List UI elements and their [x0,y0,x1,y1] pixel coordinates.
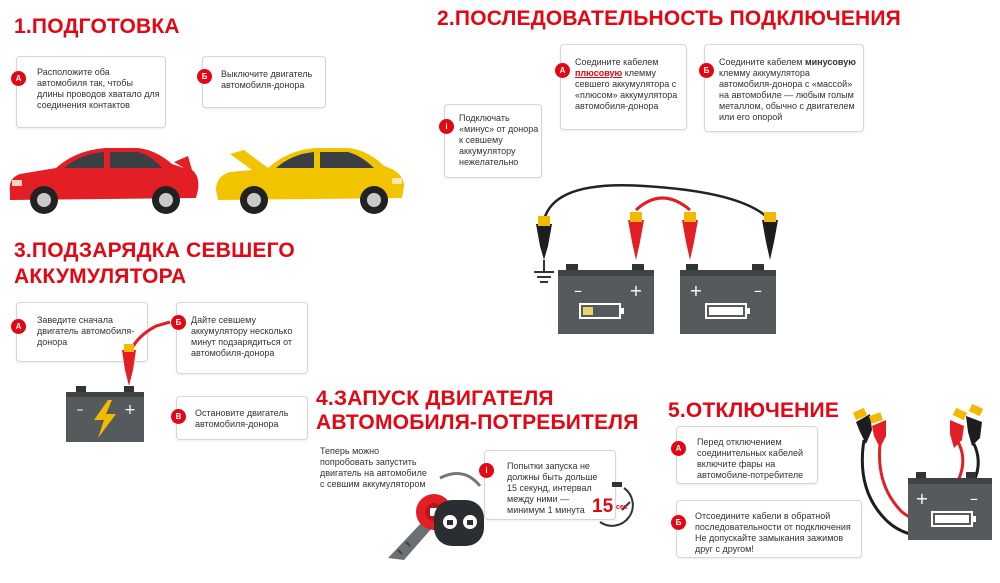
section1-card-a-text: Расположите оба автомобиля так, чтобы дл… [37,67,160,110]
section2-card-b-highlight: минусовую [804,57,856,67]
section5-title: 5.ОТКЛЮЧЕНИЕ [668,399,840,422]
section3-title-line1: 3.ПОДЗАРЯДКА СЕВШЕГО [14,239,295,262]
section2-card-a-text-before: Соедините кабелем [575,57,659,67]
section4-info-text: Попытки запуска не должны быть дольше 15… [507,461,598,515]
step-badge: А [555,63,570,78]
section3-card-a-text: Заведите сначала двигатель автомобиля-до… [37,315,135,347]
section1-card-b: Б Выключите двигатель автомобиля-донора [197,56,326,108]
svg-text:–: – [77,402,84,418]
section2-card-a: А Соедините кабелем плюсовую клемму севш… [555,44,687,130]
info-badge: i [439,119,454,134]
jumper-clamp-icon [628,212,644,260]
battery-icon: – + [66,386,144,442]
section5-card-b-text: Отсоедините кабели в обратной последоват… [695,511,851,554]
jumper-clamp-icon [536,216,552,260]
section3-card-b: Б Дайте севшему аккумулятору несколько м… [171,302,308,374]
jumper-clamp-icon [852,407,872,444]
step-badge: Б [171,315,186,330]
step-badge: А [671,441,686,456]
jumper-clamp-icon [682,212,698,260]
red-car-icon [9,148,199,214]
svg-text:–: – [574,281,582,300]
section4-info-card: i Попытки запуска не должны быть дольше … [479,450,616,520]
section3-title-line2: АККУМУЛЯТОРА [14,265,187,288]
car-key-icon [388,472,484,560]
section2-info-card: i Подключать «минус» от донора к севшему… [439,104,542,178]
jumper-clamp-icon [868,412,886,448]
svg-text:–: – [754,281,762,300]
ground-symbol-icon [534,260,554,283]
section3-card-c: В Остановите двигатель автомобиля-донора [171,396,308,440]
section1-title: 1.ПОДГОТОВКА [14,15,180,38]
section1-card-a: А Расположите оба автомобиля так, чтобы … [11,56,166,128]
black-cable [542,184,771,221]
timer-icon: 15 сек [592,482,642,538]
svg-text:–: – [970,489,978,508]
svg-text:+: + [629,281,642,300]
section2-info-text: Подключать «минус» от донора к севшему а… [459,113,539,167]
info-badge: i [479,463,494,478]
battery-icon: + – [908,472,992,540]
step-badge: Б [197,69,212,84]
step-badge: В [171,409,186,424]
connection-diagram: – + + – [534,184,778,334]
svg-text:+: + [915,489,928,508]
section1-card-b-text: Выключите двигатель автомобиля-донора [221,69,313,90]
section2-card-b: Б Соедините кабелем минусовую клемму акк… [699,44,864,132]
lightning-icon [94,400,116,438]
jumper-clamp-icon [966,403,984,446]
section4-title-line1: 4.ЗАПУСК ДВИГАТЕЛЯ [316,387,554,410]
jumper-clamp-icon [122,344,136,386]
step-badge: Б [699,63,714,78]
section5-card-a-text: Перед отключением соединительных кабелей… [697,437,804,480]
step-badge: А [11,71,26,86]
section2-card-a-text-after: клемму севшего аккумулятора с «плюсом» а… [575,68,678,111]
svg-text:+: + [689,281,702,300]
jumper-clamp-icon [950,407,968,448]
section5-card-a: А Перед отключением соединительных кабел… [671,426,818,484]
section2-card-b-text-after: клемму аккумулятора автомобиля-донора с … [719,68,855,122]
section4-text: Теперь можно попробовать запустить двига… [320,446,427,489]
svg-text:+: + [124,402,136,418]
section3-card-b-text: Дайте севшему аккумулятору несколько мин… [191,315,293,358]
timer-value: 15 [592,496,614,517]
section2-title: 2.ПОСЛЕДОВАТЕЛЬНОСТЬ ПОДКЛЮЧЕНИЯ [437,7,901,30]
battery-icon: – + [558,264,654,334]
battery-icon: + – [680,264,776,334]
yellow-car-icon [216,148,404,214]
step-badge: Б [671,515,686,530]
section2-card-a-highlight: плюсовую [575,68,623,78]
section4-title-line2: АВТОМОБИЛЯ-ПОТРЕБИТЕЛЯ [316,411,639,434]
step-badge: А [11,319,26,334]
jumper-clamp-icon [762,212,778,260]
timer-unit: сек [616,504,628,511]
section2-card-b-text-before: Соедините кабелем [719,57,803,67]
section3-card-c-text: Остановите двигатель автомобиля-донора [195,408,289,429]
section5-card-b: Б Отсоедините кабели в обратной последов… [671,500,862,558]
red-cable [634,196,691,212]
charging-battery-illustration: – + [66,320,171,442]
disconnect-illustration: + – [852,403,992,540]
